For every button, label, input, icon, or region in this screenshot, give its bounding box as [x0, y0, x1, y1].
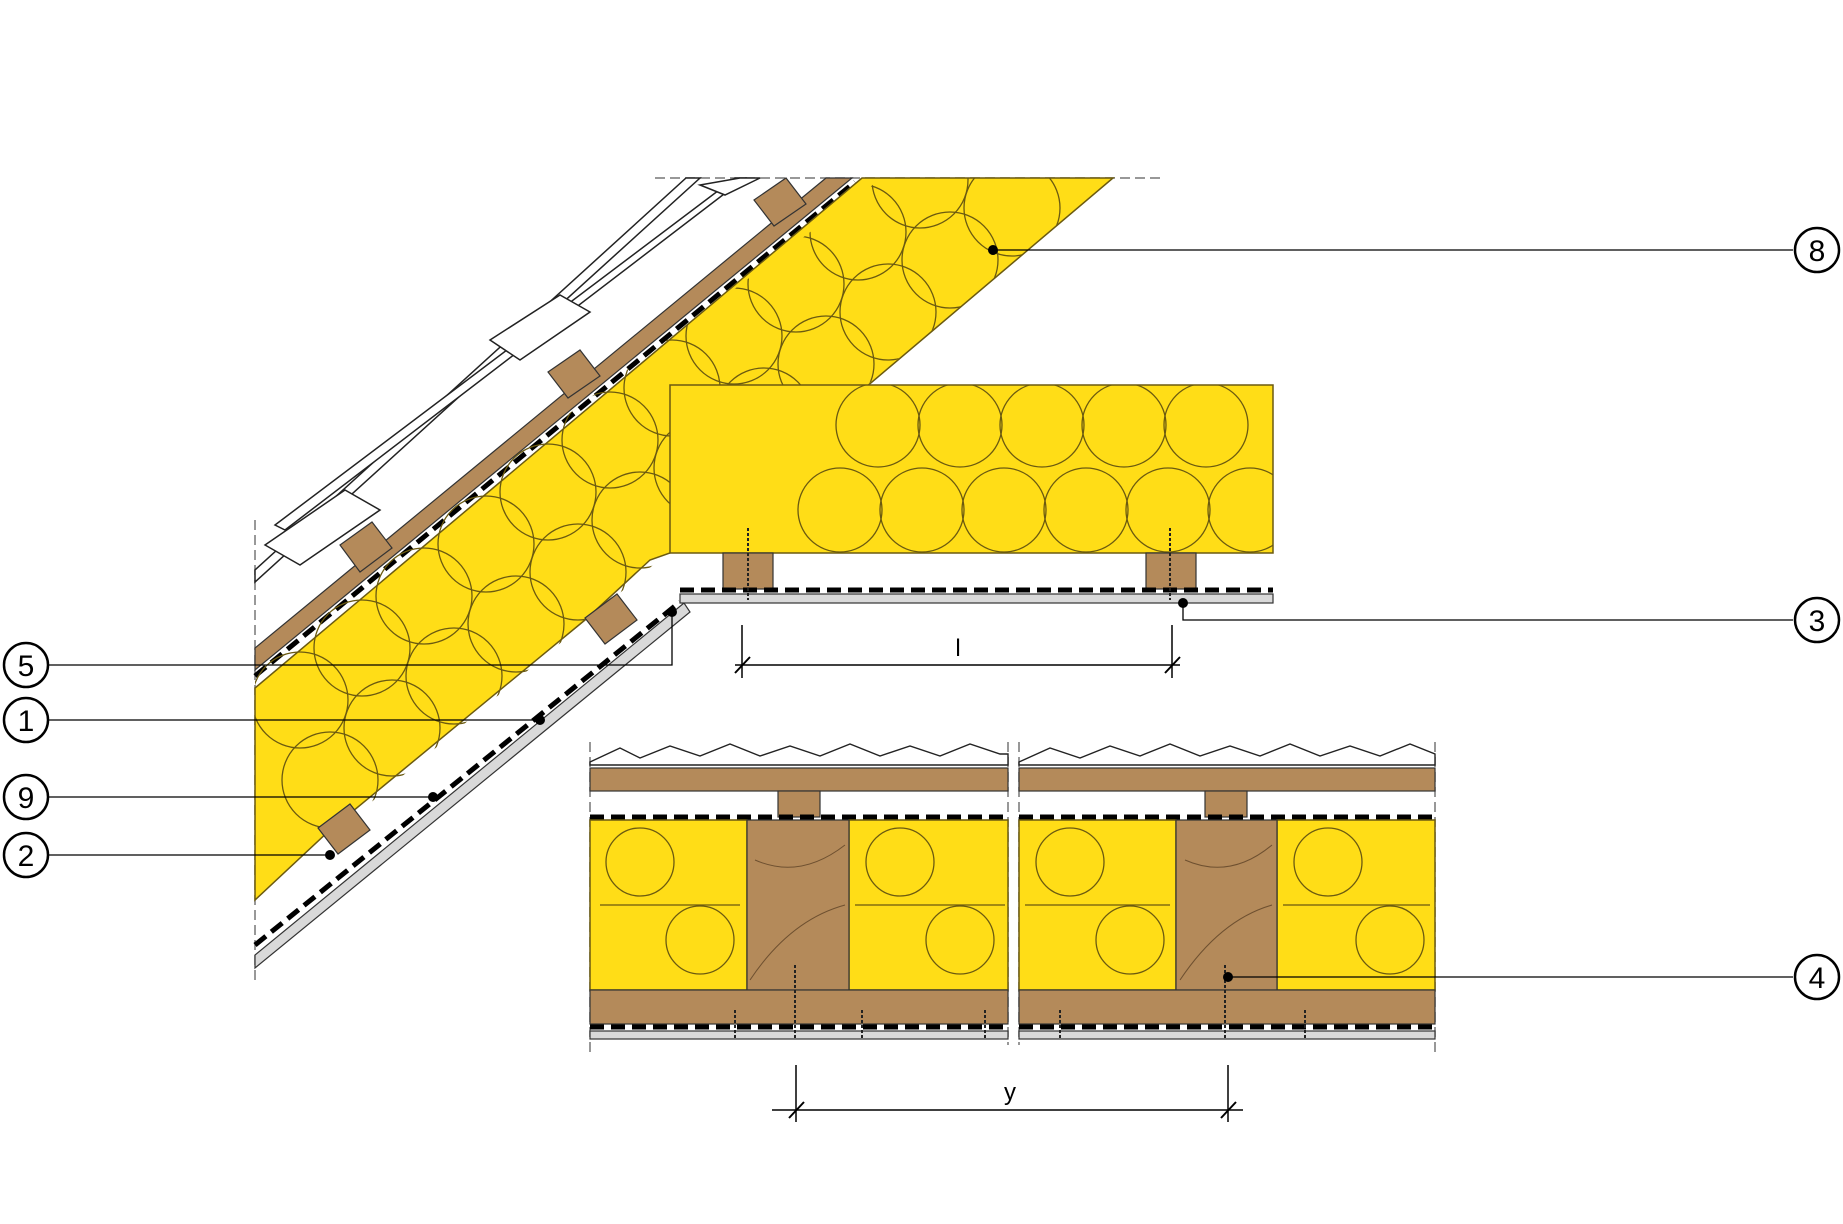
callout-2: 2 — [2, 831, 50, 879]
callout-3-label: 3 — [1809, 605, 1826, 638]
panel-osb — [1018, 989, 1436, 1025]
counter-batten — [547, 349, 601, 399]
panel-stud — [746, 819, 850, 991]
roof-vapour-membrane — [253, 600, 682, 947]
roof-batten-band — [254, 177, 854, 672]
callout-1: 1 — [2, 696, 50, 744]
panel-gypsum-board — [589, 1030, 1009, 1040]
inner-batten — [584, 593, 638, 645]
panel-gypsum-board — [1018, 1030, 1436, 1040]
counter-batten — [339, 521, 393, 573]
callout-5: 5 — [2, 641, 50, 689]
panel-top-batten — [589, 767, 1009, 792]
counter-batten — [753, 177, 807, 227]
dimension-y — [772, 1065, 1243, 1122]
counter-batten-small — [777, 790, 821, 818]
ceiling-insulation — [669, 384, 1274, 554]
dimension-l-label: l — [955, 635, 960, 662]
callout-3: 3 — [1793, 596, 1841, 644]
panel-stud — [1175, 819, 1278, 991]
callout-8: 8 — [1793, 226, 1841, 274]
callout-4-label: 4 — [1809, 962, 1826, 995]
callout-leaders — [48, 249, 1793, 978]
ceiling-gypsum-board — [679, 593, 1274, 604]
panel-screws — [734, 965, 1306, 1040]
panel-section — [589, 742, 1436, 1055]
ceiling-insulation-pattern — [797, 385, 1273, 553]
callout-9-label: 9 — [18, 782, 35, 815]
ceiling-section — [669, 384, 1274, 604]
dimension-y-label: y — [1004, 1079, 1016, 1106]
panel-osb — [589, 989, 1009, 1025]
callout-9: 9 — [2, 773, 50, 821]
counter-batten-small — [1204, 790, 1248, 818]
callout-dots — [325, 245, 1233, 982]
roof-tiles — [254, 177, 761, 584]
dimension-l — [734, 625, 1181, 678]
callout-4: 4 — [1793, 953, 1841, 1001]
panel-insulation-pattern — [600, 827, 1430, 975]
panel-top-batten — [1018, 767, 1436, 792]
roof-membrane — [253, 180, 857, 678]
callout-1-label: 1 — [18, 705, 35, 738]
panel-tiles — [589, 743, 1436, 766]
callout-2-label: 2 — [18, 840, 35, 873]
callout-8-label: 8 — [1809, 235, 1826, 268]
inner-batten — [317, 803, 371, 855]
callout-5-label: 5 — [18, 650, 35, 683]
